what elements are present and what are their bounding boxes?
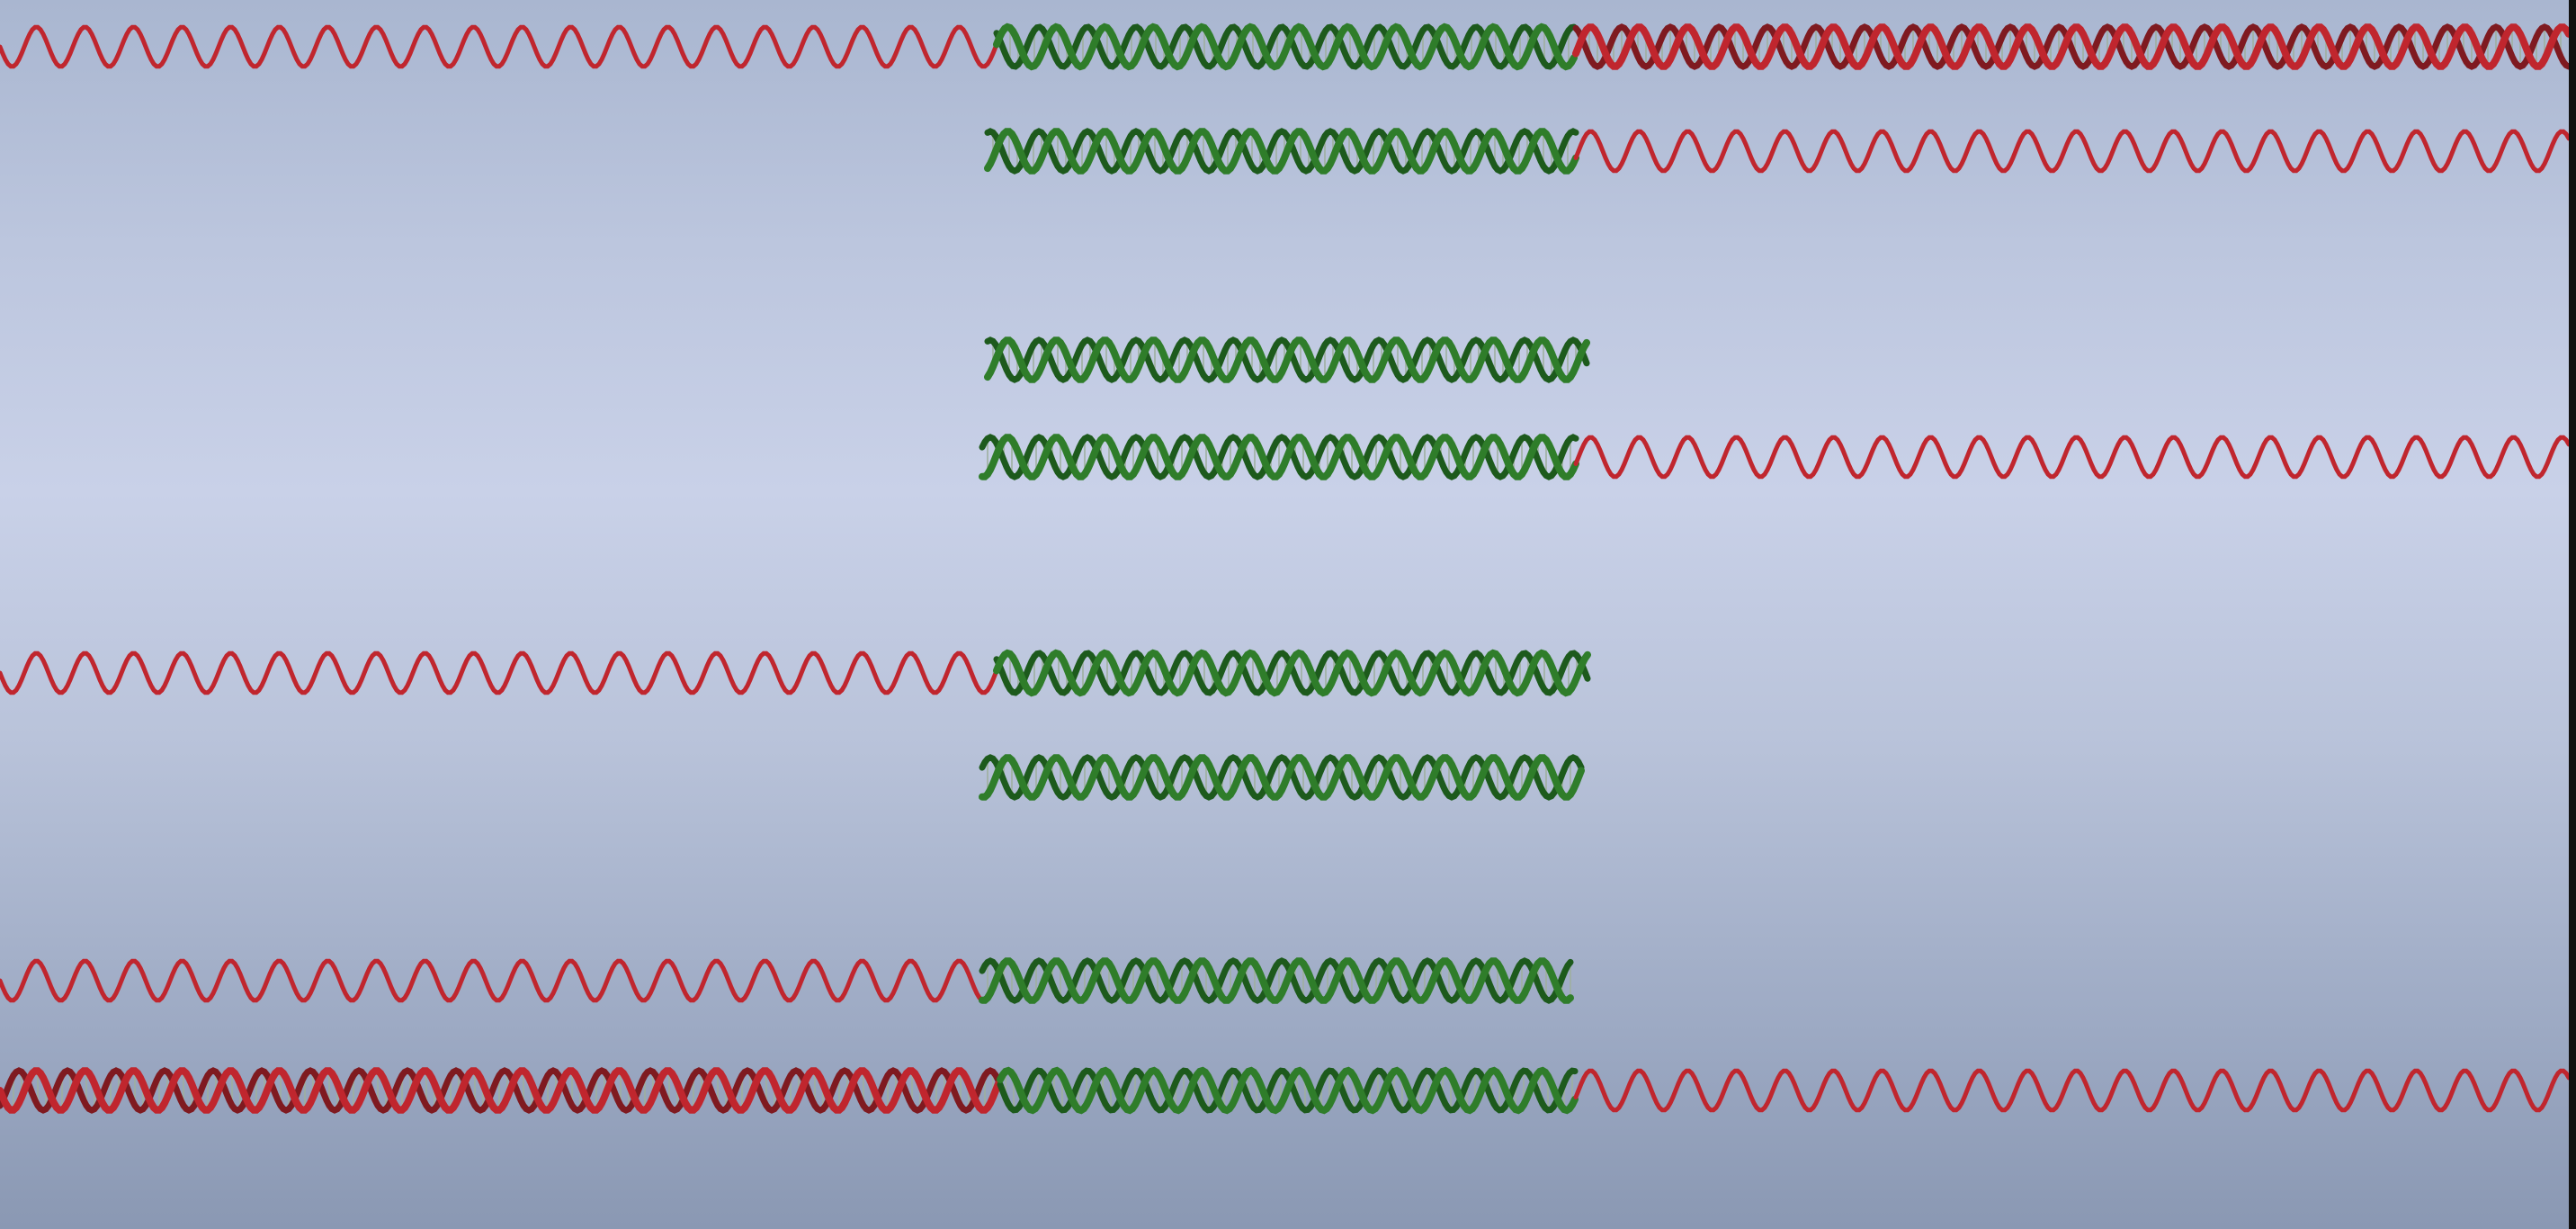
helix-back-strand (979, 957, 1574, 1004)
old-single-strand-segment (1573, 129, 2572, 174)
single-strand-backbone (0, 958, 985, 1003)
helix-back-strand (984, 336, 1590, 383)
old-single-strand-segment (0, 24, 998, 69)
helix-back-strand (1572, 23, 2572, 70)
single-strand-backbone (1573, 435, 2572, 480)
old-double-helix-segment (0, 1067, 1002, 1114)
dna-row-3 (984, 336, 1590, 383)
new-double-helix-segment (979, 754, 1585, 801)
helix-front-strand (997, 1066, 1579, 1115)
helix-back-strand (993, 23, 1578, 70)
single-strand-backbone (0, 650, 998, 695)
helix-front-strand (984, 128, 1579, 175)
new-double-helix-segment (979, 434, 1579, 480)
dna-row-2 (984, 128, 2572, 175)
single-strand-backbone (1573, 129, 2572, 174)
dna-row-8 (0, 1066, 2572, 1115)
helix-back-strand (979, 434, 1579, 480)
old-single-strand-segment (0, 958, 985, 1003)
old-single-strand-segment (1573, 1068, 2572, 1113)
dna-row-1 (0, 22, 2572, 71)
right-edge-bar (2569, 0, 2576, 1229)
old-single-strand-segment (1573, 435, 2572, 480)
helix-front-strand (1572, 23, 2572, 70)
helix-front-strand (979, 754, 1585, 801)
helix-front-strand (993, 649, 1591, 697)
new-double-helix-segment (993, 22, 1578, 71)
single-strand-backbone (1573, 1068, 2572, 1113)
helix-back-strand (984, 128, 1579, 175)
helix-front-strand (0, 1067, 1002, 1114)
helix-back-strand (0, 1067, 1002, 1114)
dna-row-5 (0, 649, 1591, 697)
dna-row-4 (979, 434, 2572, 480)
new-double-helix-segment (993, 649, 1591, 697)
new-double-helix-segment (997, 1066, 1579, 1115)
old-double-helix-segment (1572, 23, 2572, 70)
helix-front-strand (979, 434, 1579, 480)
helix-back-strand (979, 754, 1585, 801)
single-strand-backbone (0, 24, 998, 69)
dna-row-7 (0, 957, 1574, 1004)
new-double-helix-segment (979, 957, 1574, 1004)
new-double-helix-segment (984, 336, 1590, 383)
dna-row-6 (979, 754, 1585, 801)
helix-front-strand (979, 957, 1574, 1004)
helix-front-strand (984, 336, 1590, 383)
helix-front-strand (993, 22, 1578, 71)
old-single-strand-segment (0, 650, 998, 695)
new-double-helix-segment (984, 128, 1579, 175)
